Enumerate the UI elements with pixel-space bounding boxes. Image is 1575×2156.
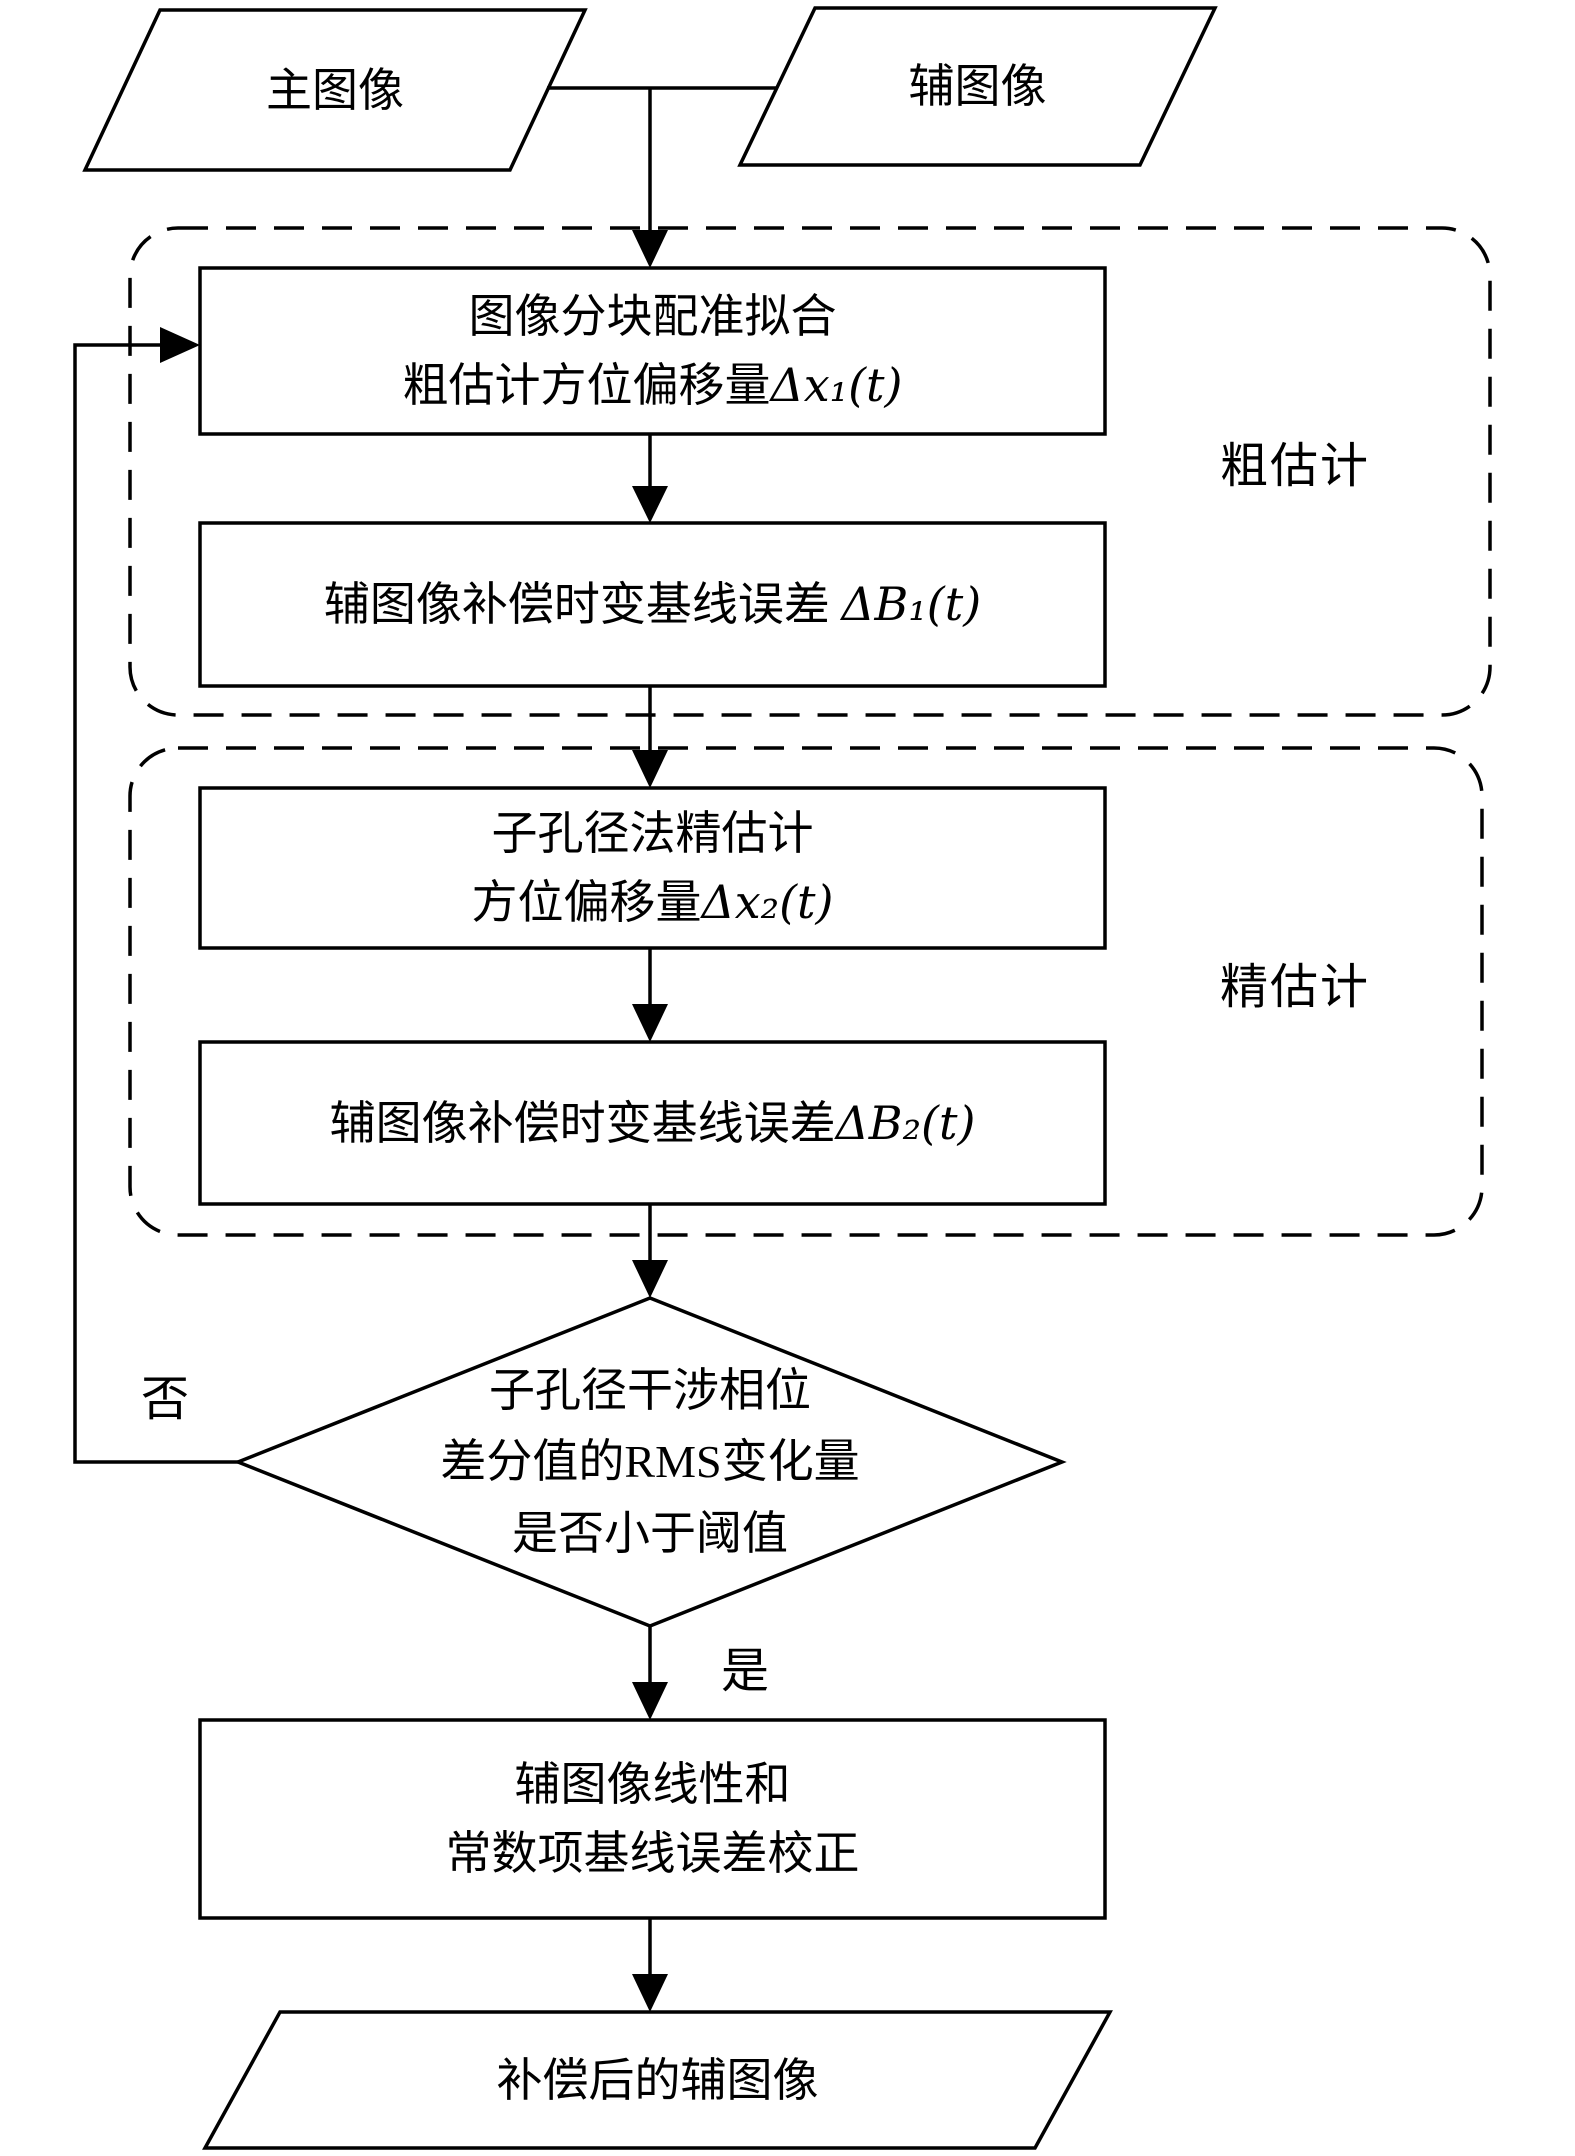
rms-threshold-decision: 子孔径干涉相位 差分值的RMS变化量 是否小于阈值: [340, 1350, 960, 1574]
coarse-registration-line2-text: 粗估计方位偏移量: [402, 360, 771, 411]
arrowhead-feedback-into-box1: [160, 327, 200, 363]
fine-subaperture-line2: 方位偏移量Δx₂(t): [472, 868, 834, 937]
fine-offset-math: Δx₂(t): [701, 875, 834, 929]
branch-yes-label: 是: [685, 1642, 805, 1702]
arrowhead-into-decision: [632, 1260, 668, 1298]
correction-line2: 常数项基线误差校正: [445, 1828, 860, 1879]
main-image-node: 主图像: [85, 10, 585, 170]
fine-group-border: [128, 746, 1484, 1237]
coarse-baseline-line: 辅图像补偿时变基线误差 ΔB₁(t): [324, 570, 981, 639]
box5-rect: [198, 1718, 1107, 1920]
coarse-group-label-text: 粗估计: [1219, 440, 1370, 493]
coarse-registration-line2: 粗估计方位偏移量Δx₁(t): [403, 351, 903, 420]
box3-rect: [198, 786, 1107, 950]
arrowhead-into-box2: [632, 486, 668, 523]
output-label: 补偿后的辅图像: [496, 2054, 819, 2106]
aux-image-label: 辅图像: [908, 61, 1047, 112]
coarse-baseline-compensation-box: 辅图像补偿时变基线误差 ΔB₁(t): [200, 523, 1105, 686]
arrowhead-into-box5: [632, 1682, 668, 1720]
fine-baseline-line: 辅图像补偿时变基线误差ΔB₂(t): [330, 1089, 976, 1158]
linear-constant-correction-box: 辅图像线性和 常数项基线误差校正: [200, 1720, 1105, 1918]
fine-subaperture-box: 子孔径法精估计 方位偏移量Δx₂(t): [200, 788, 1105, 948]
fine-baseline-text: 辅图像补偿时变基线误差: [329, 1097, 836, 1149]
branch-no-text: 否: [140, 1373, 189, 1426]
branch-yes-text: 是: [720, 1645, 769, 1698]
fine-subaperture-line1: 子孔径法精估计: [491, 808, 814, 859]
decision-line1: 子孔径干涉相位: [489, 1365, 811, 1417]
fine-baseline-compensation-box: 辅图像补偿时变基线误差ΔB₂(t): [200, 1042, 1105, 1204]
output-node: 补偿后的辅图像: [205, 2012, 1110, 2148]
coarse-offset-math: Δx₁(t): [770, 358, 903, 412]
fine-group-label: 精估计: [1180, 958, 1410, 1018]
coarse-registration-line1: 图像分块配准拟合: [468, 291, 837, 342]
fine-group-label-text: 精估计: [1219, 961, 1370, 1014]
coarse-group-border: [128, 226, 1492, 717]
box2-rect: [198, 521, 1107, 688]
aux-image-parallelogram: [737, 6, 1218, 167]
arrowhead-into-box4: [632, 1004, 668, 1042]
coarse-baseline-math: ΔB₁(t): [841, 577, 982, 631]
correction-line1: 辅图像线性和: [514, 1759, 791, 1810]
fine-baseline-math: ΔB₂(t): [835, 1095, 976, 1150]
arrowhead-into-box3: [632, 750, 668, 788]
coarse-registration-box: 图像分块配准拟合 粗估计方位偏移量Δx₁(t): [200, 268, 1105, 434]
arrowhead-into-output: [632, 1974, 668, 2012]
box1-rect: [198, 266, 1107, 436]
main-image-parallelogram: [82, 8, 588, 172]
fine-offset-text: 方位偏移量: [471, 877, 702, 928]
feedback-loop-line: [73, 343, 238, 1464]
output-parallelogram: [202, 2010, 1113, 2150]
decision-line2: 差分值的RMS变化量: [440, 1436, 860, 1488]
main-image-label: 主图像: [266, 64, 404, 116]
coarse-group-label: 粗估计: [1180, 437, 1410, 497]
box4-rect: [198, 1040, 1107, 1206]
decision-line3: 是否小于阈值: [512, 1507, 788, 1559]
arrowhead-into-box1: [632, 230, 668, 268]
aux-image-node: 辅图像: [740, 8, 1215, 165]
branch-no-label: 否: [105, 1370, 225, 1430]
coarse-baseline-text: 辅图像补偿时变基线误差: [323, 579, 842, 630]
